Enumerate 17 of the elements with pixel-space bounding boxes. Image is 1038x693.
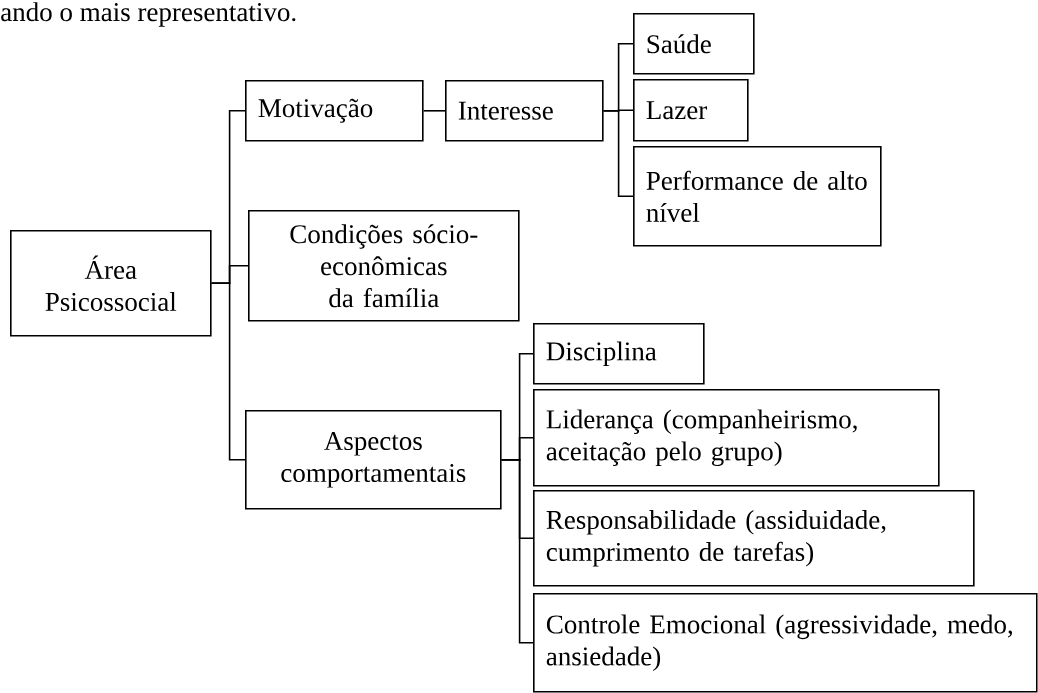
text-box: Aspectos comportamentais: [245, 410, 502, 510]
connector-line: [500, 459, 534, 644]
text-box: Liderança (companheirismo, aceitação pelo grupo): [533, 389, 940, 487]
text-box: Condições sócio-econômicas da família: [248, 210, 520, 322]
text-box: Interesse: [445, 80, 604, 142]
text-box: Área Psicossocial: [10, 230, 212, 337]
connector-line: [602, 110, 634, 198]
heading-text: ando o mais representativo.: [1, 2, 296, 27]
text-box: Lazer: [633, 79, 749, 142]
connector-line: [210, 282, 246, 461]
text-box: Performance de alto nível: [633, 146, 882, 247]
text-box: Controle Emocional (agressividade, medo, ansiedade): [533, 593, 1038, 693]
text-box: Responsabilidade (assiduidade, cumprimento de tarefas): [533, 490, 975, 587]
text-box: Saúde: [633, 13, 755, 75]
text-box: Motivação: [245, 80, 424, 142]
text-box: Disciplina: [533, 323, 705, 385]
connector-line: [422, 110, 446, 112]
